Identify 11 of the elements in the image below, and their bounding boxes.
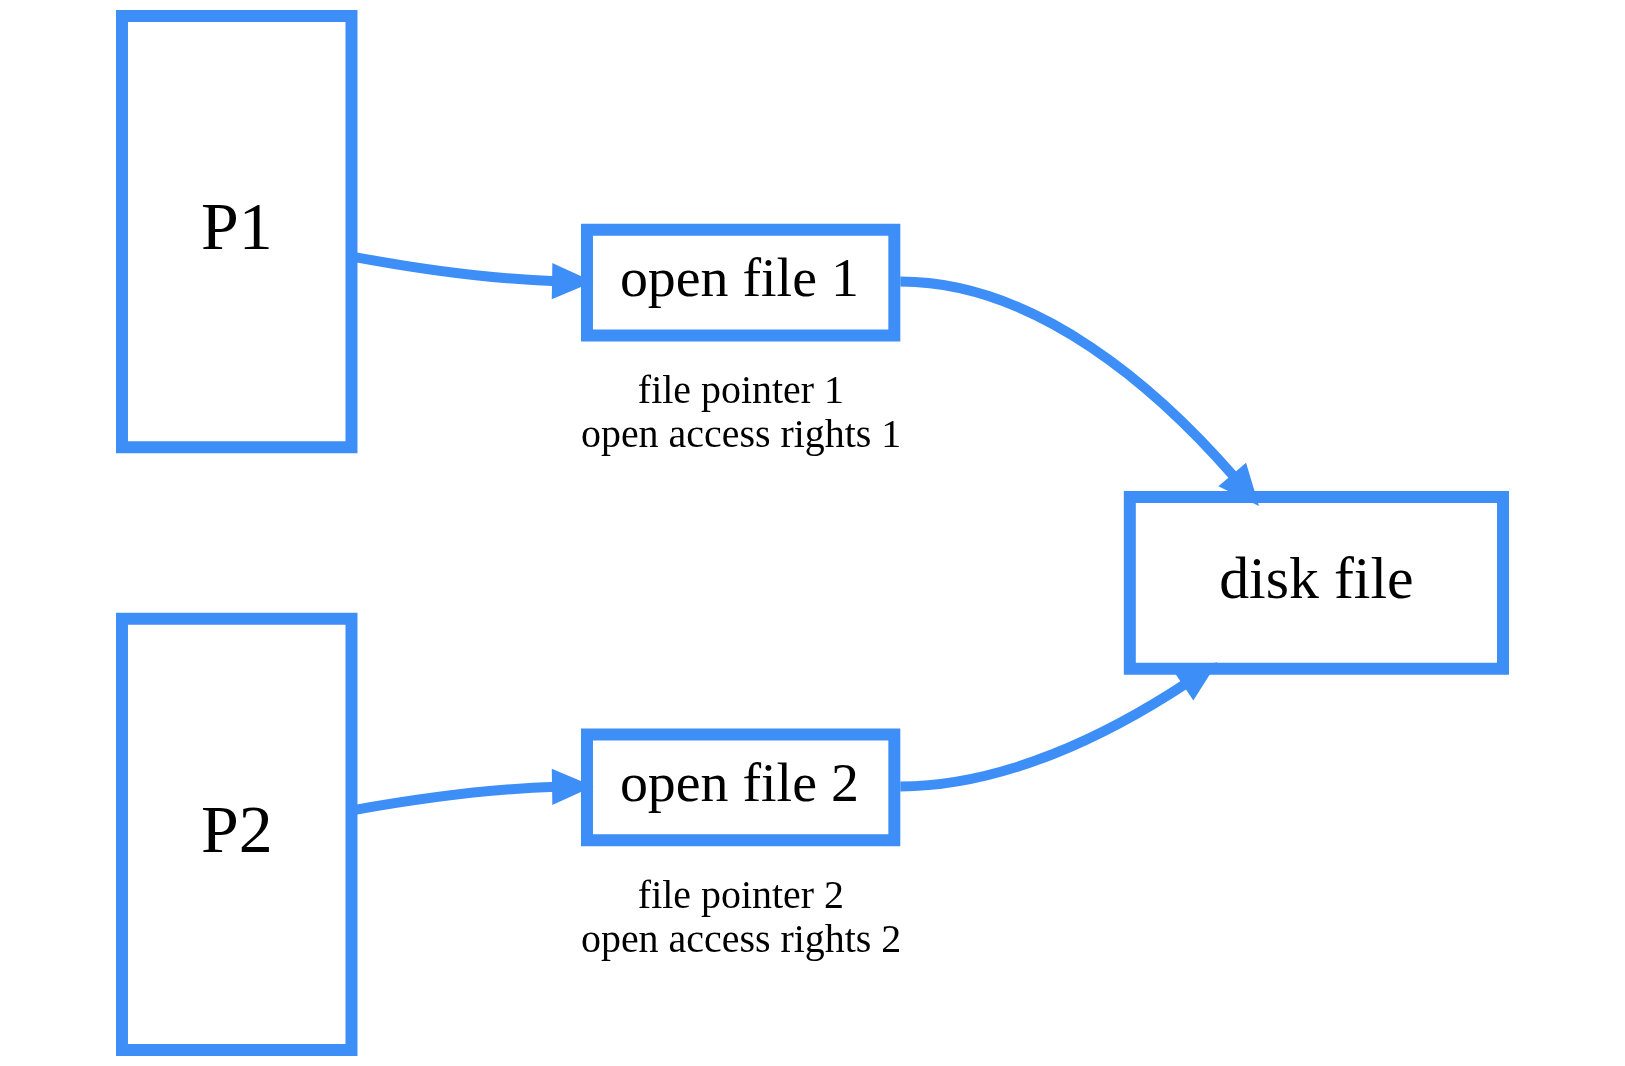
node-box: P1 — [116, 10, 358, 454]
node-label: open access rights 1 — [581, 411, 902, 457]
node-label: file pointer 2 — [637, 872, 844, 918]
arrow — [900, 662, 1218, 792]
node-box: disk file — [1123, 491, 1509, 675]
node-box: open file 1 — [581, 223, 901, 342]
node-box: P2 — [116, 612, 358, 1056]
node-label: open access rights 2 — [581, 916, 902, 962]
node-box: open file 2 — [581, 728, 901, 847]
node-label: file pointer 1 — [637, 367, 844, 413]
arrow — [900, 276, 1259, 507]
